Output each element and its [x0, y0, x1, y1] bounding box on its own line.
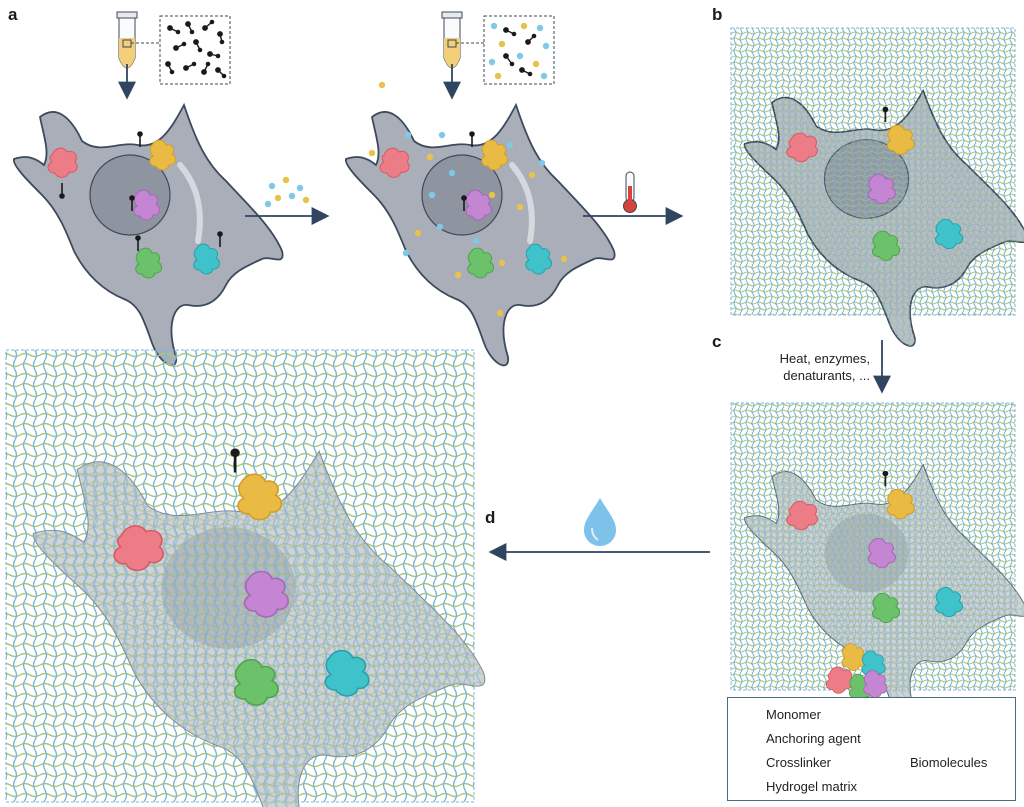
panel-a-cell-2: [344, 81, 616, 367]
legend-anchoring-agent: Anchoring agent: [766, 731, 861, 746]
panel-c-gel: [730, 402, 1024, 721]
thermometer-icon: [623, 171, 637, 213]
panel-b-gel: [730, 27, 1024, 347]
step-c-line-1: Heat, enzymes,: [779, 351, 870, 366]
tube-icon-2: [441, 11, 484, 100]
panel-d-expanded-gel: [5, 349, 486, 807]
legend-crosslinker: Crosslinker: [766, 755, 832, 770]
tube-icon: [116, 11, 160, 100]
inset-anchoring-agents: [159, 15, 231, 85]
legend-biomolecules: Biomolecules: [910, 755, 988, 770]
panel-a-cell-1: [12, 104, 284, 367]
panel-label-a: a: [8, 5, 18, 24]
panel-label-d: d: [485, 508, 496, 527]
water-drop-icon: [584, 498, 616, 546]
legend: Monomer Anchoring agent Crosslinker Hydr…: [727, 697, 1016, 801]
legend-hydrogel-matrix: Hydrogel matrix: [766, 779, 858, 794]
arrow-add-monomers: [245, 176, 330, 225]
step-c-text: Heat, enzymes, denaturants, ...: [746, 350, 870, 384]
inset-monomers-crosslinkers: [483, 15, 555, 85]
panel-label-b: b: [712, 5, 723, 24]
step-c-line-2: denaturants, ...: [783, 368, 870, 383]
legend-monomer: Monomer: [766, 707, 821, 722]
panel-label-c: c: [712, 332, 722, 351]
